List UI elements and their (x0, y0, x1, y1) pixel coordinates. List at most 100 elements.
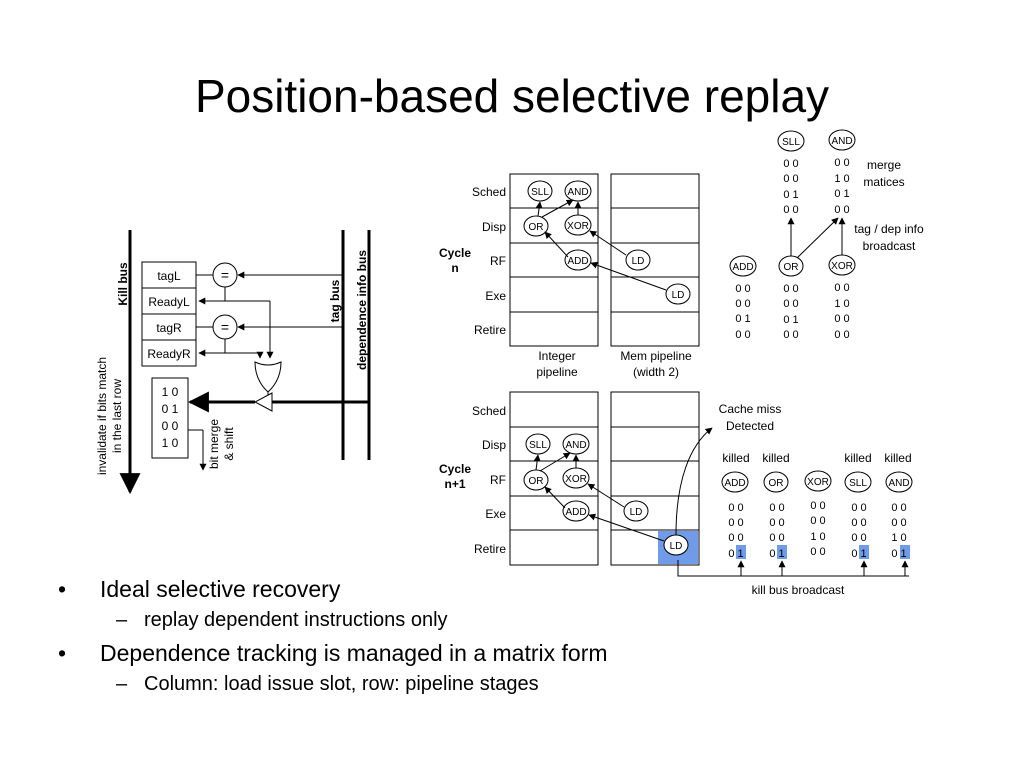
kill-or-row-4: 0 1 (769, 548, 784, 560)
kill-matrices: killed killed killed killed ADD OR XOR S… (677, 451, 913, 597)
merge-add-row-4: 0 0 (735, 329, 750, 341)
merge-and-label: AND (831, 136, 852, 147)
sub-bullet-item: –Column: load issue slot, row: pipeline … (58, 670, 608, 698)
merge-sll-node (777, 130, 805, 152)
node-or-n (523, 215, 549, 237)
merge-sll-label: SLL (782, 137, 800, 148)
tagR-label: tagR (156, 321, 182, 335)
kill-bit-highlight-and (900, 545, 910, 559)
kill-xor-row-1: 0 0 (810, 500, 825, 512)
bullet-text: Dependence tracking is managed in a matr… (100, 640, 608, 666)
killed-label-add: killed (722, 451, 749, 465)
or-gate-icon (254, 361, 282, 393)
kill-and-row-2: 0 0 (891, 517, 906, 529)
node-ld-n (625, 249, 651, 271)
node-or-n1-label: OR (529, 476, 544, 487)
bullet-dot-icon: • (58, 576, 67, 602)
dependence-info-bus-label: dependence info bus (355, 250, 369, 370)
kill-add-row-1: 0 0 (728, 502, 743, 514)
merge-xor-label: XOR (831, 261, 853, 272)
stage-exe-n: Exe (485, 289, 506, 303)
cache-miss-label-2: Detected (726, 419, 774, 433)
kill-add-row-4: 0 1 (728, 548, 743, 560)
bit-merge-label-2: & shift (222, 427, 236, 461)
mem-pipeline-label-2: (width 2) (633, 365, 679, 379)
merge-sll-row-1: 0 0 (783, 158, 798, 170)
local-matrix-row-3: 0 0 (162, 419, 179, 433)
tagL-field (141, 261, 197, 289)
kill-or-node (763, 471, 789, 493)
readyL-label: ReadyL (148, 295, 190, 309)
buffer-icon (253, 392, 273, 412)
node-ld-n1 (623, 500, 649, 522)
merge-or-row-1: 0 0 (783, 283, 798, 295)
node-and-n1 (562, 433, 590, 455)
cycle-n-label-2: n (451, 261, 458, 275)
kill-xor-node (804, 470, 832, 492)
kill-sll-node (844, 471, 872, 493)
readyR-label: ReadyR (147, 347, 191, 361)
merge-and-row-3: 0 1 (834, 188, 849, 200)
slide-title: Position-based selective replay (194, 70, 830, 122)
stage-disp-n: Disp (482, 220, 506, 234)
cache-miss-label-1: Cache miss (719, 402, 782, 416)
merge-add-node (729, 255, 757, 277)
stage-rf-n1: RF (490, 473, 506, 487)
merge-and-row-2: 1 0 (834, 173, 849, 185)
dash-icon: – (116, 673, 128, 695)
merge-sll-row-4: 0 0 (783, 204, 798, 216)
stage-retire-n1: Retire (474, 542, 506, 556)
node-ld2-n (665, 283, 691, 305)
kill-bus-label: Kill bus (116, 262, 130, 306)
node-and-n1-label: AND (565, 440, 586, 451)
merge-xor-row-1: 0 0 (834, 282, 849, 294)
merge-and-node (828, 129, 856, 151)
bullet-dot-icon: • (58, 640, 67, 666)
node-sll-n (527, 180, 553, 202)
stage-rf-n: RF (490, 254, 506, 268)
tagL-label: tagL (157, 269, 181, 283)
stage-sched-n1: Sched (472, 404, 506, 418)
merge-or-row-3: 0 1 (783, 314, 798, 326)
node-add-n1-label: ADD (565, 507, 586, 518)
node-add-n1 (562, 500, 590, 522)
merge-add-row-3: 0 1 (735, 313, 750, 325)
kill-sll-row-1: 0 0 (851, 502, 866, 514)
bullet-item: •Ideal selective recovery (58, 574, 608, 604)
kill-and-row-3: 1 0 (891, 532, 906, 544)
node-add-n (564, 249, 592, 271)
node-ld-n1-label: LD (630, 507, 643, 518)
local-dependence-matrix (151, 377, 189, 459)
merge-label-1: merge (867, 158, 901, 172)
stage-exe-n1: Exe (485, 507, 506, 521)
merge-xor-row-2: 1 0 (834, 298, 849, 310)
kill-add-label: ADD (724, 478, 745, 489)
kill-or-label: OR (769, 478, 784, 489)
merge-label-2: matices (863, 175, 904, 189)
node-sll-n1-label: SLL (529, 440, 547, 451)
node-sll-n1 (525, 433, 551, 455)
merge-xor-row-3: 0 0 (834, 313, 849, 325)
kill-and-row-4: 0 1 (891, 548, 906, 560)
node-ld-n-label: LD (632, 256, 645, 267)
comparator-left-label: = (221, 267, 229, 283)
kill-sll-row-3: 0 0 (851, 532, 866, 544)
merge-or-row-4: 0 0 (783, 329, 798, 341)
kill-and-node (885, 471, 913, 493)
merge-sll-row-3: 0 1 (783, 189, 798, 201)
pipeline-cycle-n1: Sched Disp RF Exe Retire Cycle n+1 SLL A… (439, 391, 782, 566)
kill-xor-row-3: 1 0 (810, 531, 825, 543)
kill-and-row-1: 0 0 (891, 502, 906, 514)
kill-or-row-3: 0 0 (769, 532, 784, 544)
sub-bullet-text: Column: load issue slot, row: pipeline s… (144, 673, 539, 695)
scheduler-entry-logic: Kill bus invalidate if bits match in the… (95, 230, 371, 495)
killed-label-or: killed (762, 451, 789, 465)
bullet-list: •Ideal selective recovery –replay depend… (58, 574, 608, 702)
kill-add-row-2: 0 0 (728, 517, 743, 529)
kill-or-row-1: 0 0 (769, 502, 784, 514)
killed-label-and: killed (884, 451, 911, 465)
kill-and-label: AND (888, 478, 909, 489)
integer-pipeline-label-2: pipeline (536, 365, 578, 379)
merge-add-row-2: 0 0 (735, 298, 750, 310)
